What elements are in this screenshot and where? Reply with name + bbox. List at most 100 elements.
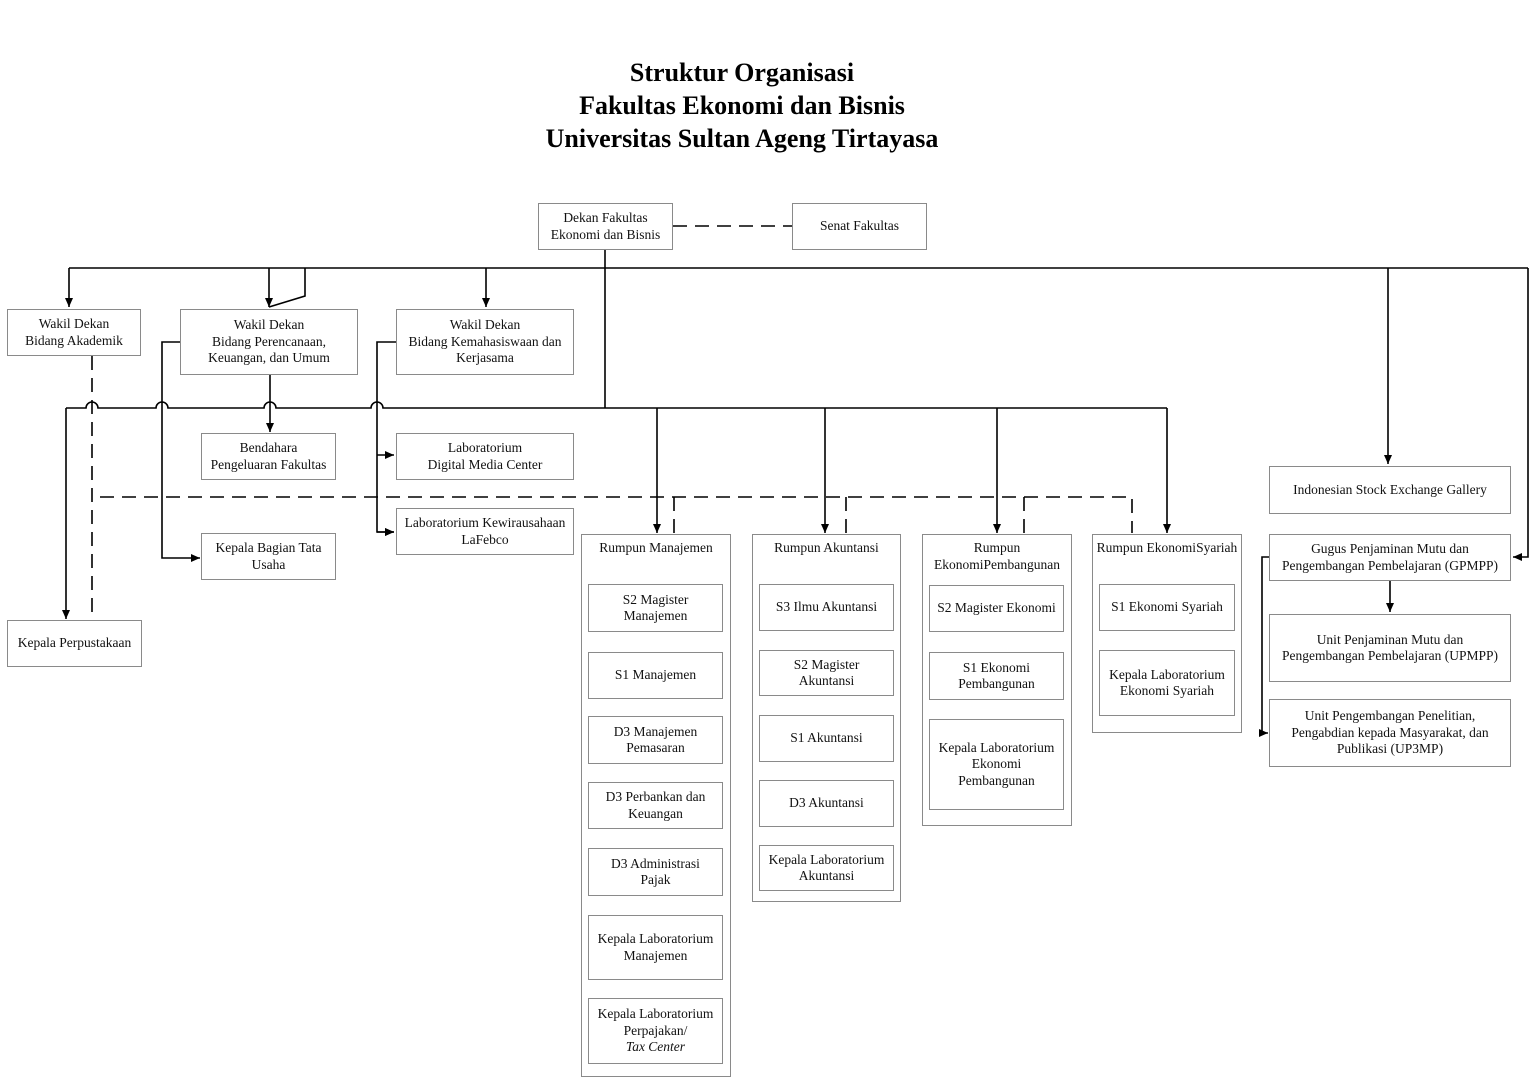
text-line: S2 Magister xyxy=(622,591,689,607)
title-line-2: Fakultas Ekonomi dan Bisnis xyxy=(579,91,905,120)
text-line: S1 Manajemen xyxy=(614,667,697,683)
text-line: Bidang Akademik xyxy=(25,332,123,348)
text-line: Rumpun Manajemen xyxy=(599,540,713,555)
kepala-perpustakaan-box: Kepala Perpustakaan xyxy=(7,620,142,667)
text-line: Kepala Laboratorium xyxy=(597,1006,714,1022)
text-line: Ekonomi dan Bisnis xyxy=(550,226,661,242)
text-line: Indonesian Stock Exchange Gallery xyxy=(1293,481,1487,497)
rumpun-ep-item: S2 Magister Ekonomi xyxy=(929,585,1064,632)
text-line: Pembangunan xyxy=(958,772,1035,788)
rumpun-es-group xyxy=(1092,534,1242,733)
text-line: S1 Ekonomi xyxy=(962,659,1031,675)
text-line: Pengembangan Pembelajaran (UPMPP) xyxy=(1282,648,1498,663)
text-line: S1 Akuntansi xyxy=(790,730,863,746)
text-line: Kepala Perpustakaan xyxy=(17,635,132,651)
text-line: Bidang Perencanaan, xyxy=(212,333,326,349)
text-line: Pembangunan xyxy=(958,676,1035,691)
text-line: Akuntansi xyxy=(798,868,855,883)
text-line: Rumpun Akuntansi xyxy=(774,540,879,555)
text-line: Akuntansi xyxy=(798,673,855,688)
line-second-bus xyxy=(66,401,1167,409)
text-line: Dekan Fakultas xyxy=(563,210,648,225)
up3mp-box: Unit Pengembangan Penelitian,Pengabdian … xyxy=(1269,699,1511,767)
text-line: Unit Pengembangan Penelitian, xyxy=(1304,708,1476,724)
text-line: Ekonomi Syariah xyxy=(1119,683,1215,698)
rumpun-akuntansi-group xyxy=(752,534,901,902)
text-line: Usaha xyxy=(251,556,286,572)
text-line: Syariah xyxy=(1196,540,1238,555)
text-line: S3 Ilmu Akuntansi xyxy=(775,599,878,615)
line-to-up3mp xyxy=(1259,556,1270,737)
text-line: Kepala Laboratorium xyxy=(597,931,714,946)
text-line: Wakil Dekan xyxy=(449,317,521,333)
rumpun-akuntansi-header: Rumpun Akuntansi xyxy=(752,540,901,557)
text-line: Wakil Dekan xyxy=(233,317,305,333)
text-line: Keuangan xyxy=(628,805,683,821)
text-line: Kepala Laboratorium xyxy=(1109,666,1225,682)
text-line: Gugus Penjaminan Mutu dan xyxy=(1311,541,1469,556)
text-line: Kepala Bagian Tata xyxy=(215,540,322,555)
text-line: Pemasaran xyxy=(626,740,685,755)
text-line: S1 Ekonomi Syariah xyxy=(1111,599,1223,615)
text-line: Manajemen xyxy=(623,608,688,623)
text-line: Laboratorium Kewirausahaan xyxy=(404,515,566,530)
text-line: Pembangunan xyxy=(983,556,1061,572)
senat-box: Senat Fakultas xyxy=(792,203,927,250)
line-to-gpmpp xyxy=(1513,268,1529,561)
chart-title: Struktur Organisasi Fakultas Ekonomi dan… xyxy=(0,56,1484,155)
text-line: Pengabdian kepada Masyarakat, dan xyxy=(1291,724,1489,740)
text-line: Rumpun Ekonomi xyxy=(934,540,1021,572)
title-line-3: Universitas Sultan Ageng Tirtayasa xyxy=(545,124,939,153)
text-line: S2 Magister xyxy=(793,656,860,672)
dashed-koordinasi-bus xyxy=(100,496,1133,533)
text-line: Rumpun Ekonomi xyxy=(1096,540,1197,555)
text-line: Pengeluaran Fakultas xyxy=(210,456,327,472)
rumpun-manajemen-item: S1 Manajemen xyxy=(588,652,723,699)
text-line: Manajemen xyxy=(623,947,688,963)
text-line: D3 Akuntansi xyxy=(789,795,864,811)
idx-gallery-box: Indonesian Stock Exchange Gallery xyxy=(1269,466,1511,514)
text-line: D3 Perbankan dan xyxy=(605,789,706,804)
text-line: Unit Penjaminan Mutu dan xyxy=(1316,631,1464,647)
text-line: Senat Fakultas xyxy=(819,218,900,234)
text-line: Bendahara xyxy=(239,440,298,455)
rumpun-manajemen-header: Rumpun Manajemen xyxy=(581,540,731,557)
text-line: Laboratorium xyxy=(447,440,523,455)
text-line: Pajak xyxy=(640,872,671,887)
text-line: Digital Media Center xyxy=(427,456,543,472)
text-line: D3 Administrasi xyxy=(611,855,700,871)
text-line: Perpajakan/ xyxy=(623,1022,688,1038)
text-line: Pengembangan Pembelajaran (GPMPP) xyxy=(1282,557,1498,573)
line-wd-perencanaan-notch xyxy=(268,268,306,308)
text-line: LaFebco xyxy=(461,531,509,547)
text-line: Ekonomi xyxy=(971,756,1022,772)
text-line: Bidang Kemahasiswaan dan xyxy=(408,333,562,349)
rumpun-manajemen-group xyxy=(581,534,731,1077)
text-line: D3 Manajemen xyxy=(613,723,698,739)
text-line: Kerjasama xyxy=(456,350,514,366)
text-line: Wakil Dekan xyxy=(38,316,110,331)
rumpun-ep-group xyxy=(922,534,1072,826)
tax-center-italic: Tax Center xyxy=(625,1039,686,1055)
rumpun-es-item: S1 Ekonomi Syariah xyxy=(1099,584,1235,631)
